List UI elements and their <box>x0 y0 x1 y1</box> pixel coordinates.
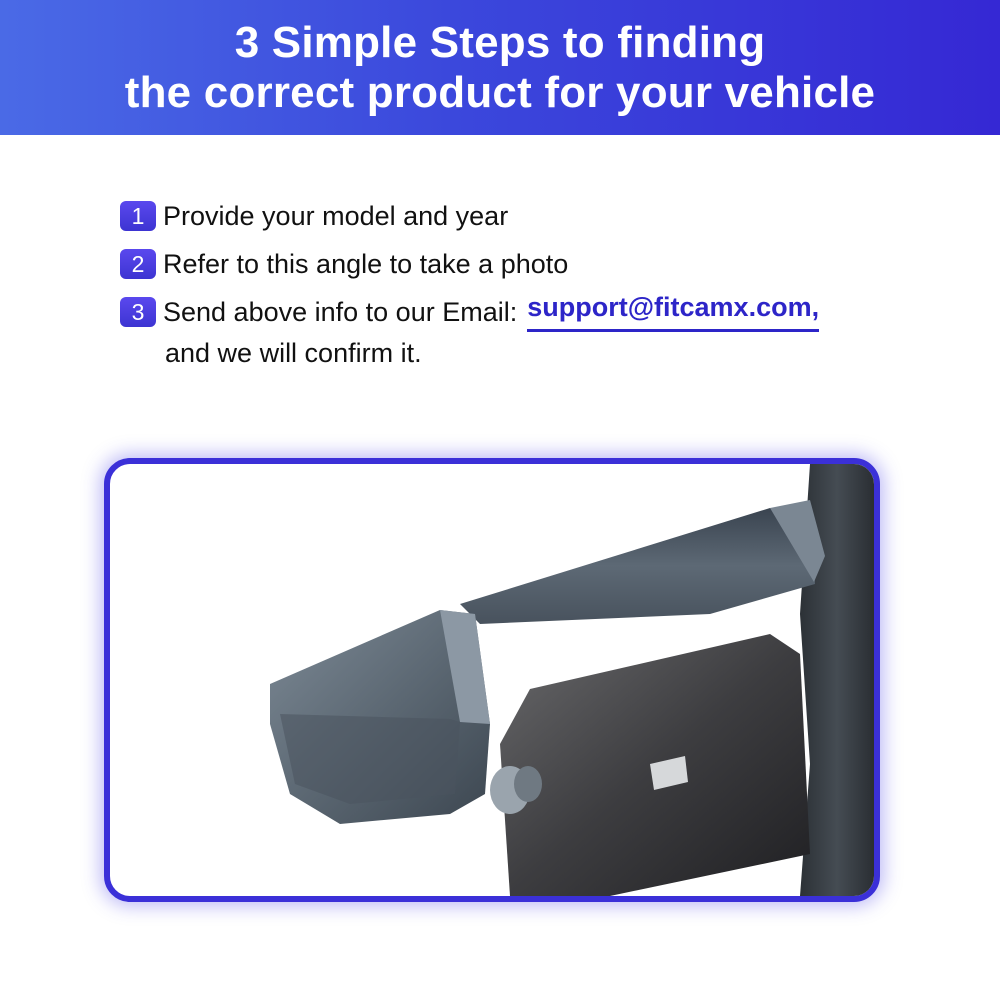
step-2-text: Refer to this angle to take a photo <box>163 248 569 279</box>
header-banner: 3 Simple Steps to finding the correct pr… <box>0 0 1000 135</box>
product-photo-frame <box>104 458 880 902</box>
step-1: 1 Provide your model and year <box>120 192 940 240</box>
dashcam-mount-photo <box>270 464 874 896</box>
step-3-number-badge: 3 <box>120 297 156 327</box>
step-1-number-badge: 1 <box>120 201 156 231</box>
steps-list: 1 Provide your model and year 2 Refer to… <box>120 192 940 370</box>
support-email-link[interactable]: support@fitcamx.com, <box>527 292 820 332</box>
banner-title-line-1: 3 Simple Steps to finding <box>234 17 766 67</box>
banner-title-line-2: the correct product for your vehicle <box>124 67 876 117</box>
step-3: 3 Send above info to our Email: support@… <box>120 288 940 336</box>
step-1-text: Provide your model and year <box>163 200 509 231</box>
step-2-number-badge: 2 <box>120 249 156 279</box>
step-3-text: Send above info to our Email: <box>163 296 518 327</box>
step-2: 2 Refer to this angle to take a photo <box>120 240 940 288</box>
step-3-continuation: and we will confirm it. <box>165 338 422 368</box>
